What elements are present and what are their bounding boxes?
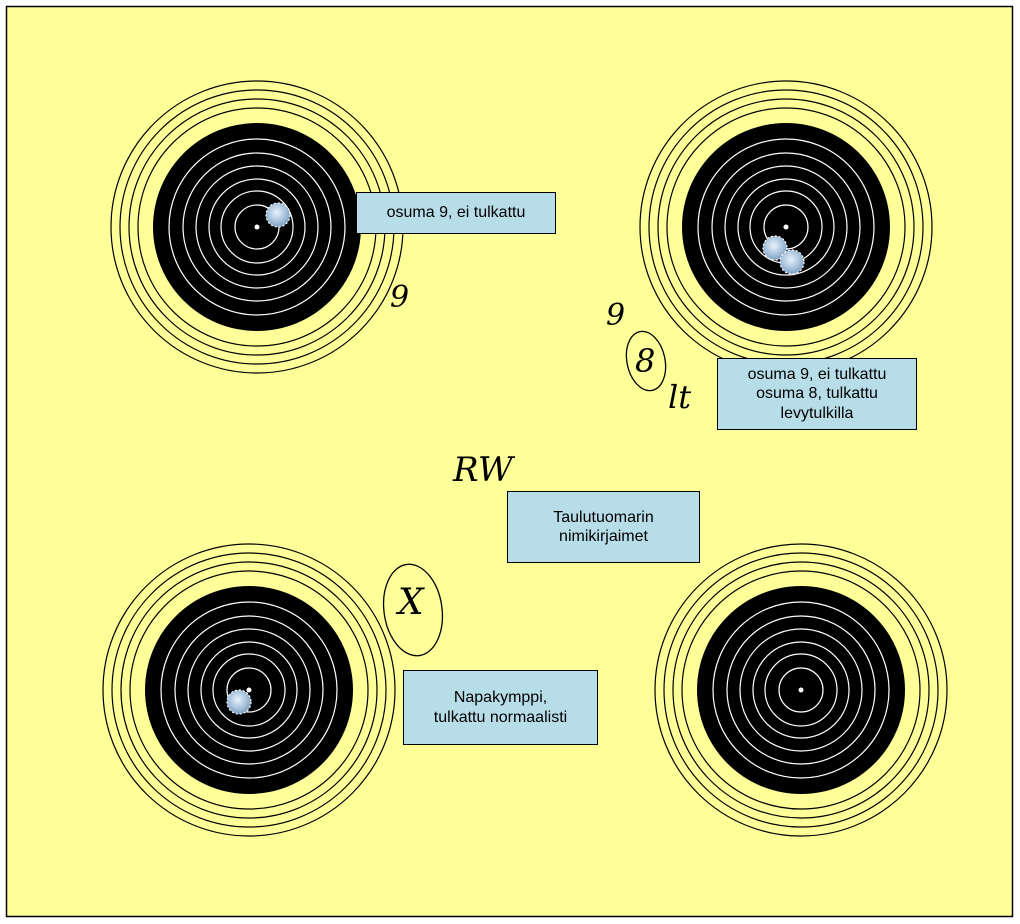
target-inner-ring [174, 615, 324, 765]
target-inner-ring [208, 178, 306, 276]
circle-around-8 [625, 330, 667, 392]
label-referee-initials: Taulutuomarin nimikirjaimet [507, 491, 700, 563]
bullet-hole [265, 202, 291, 228]
target-ring [111, 552, 387, 828]
target-inner-ring [778, 667, 824, 713]
label-bullseye: Napakymppi, tulkattu normaalisti [403, 670, 598, 745]
target-inner-ring [737, 178, 835, 276]
referee-initials: RW [453, 450, 513, 490]
target-ring [120, 561, 378, 819]
target-ring [663, 552, 939, 828]
lt-mark: lt [668, 378, 692, 416]
bullet-hole [779, 249, 805, 275]
target-ring [657, 98, 915, 356]
circle-around-x [382, 563, 444, 657]
target-inner-ring [187, 628, 311, 752]
label-line: tulkattu normaalisti [433, 708, 568, 726]
label-line: Napakymppi, [453, 689, 548, 707]
target-ring [666, 107, 906, 347]
bullet-hole [762, 235, 788, 261]
target-inner-ring [200, 641, 298, 739]
target-inner-ring [182, 152, 332, 302]
label-line: osuma 9, ei tulkattu [747, 366, 887, 384]
label-line: osuma 9, ei tulkattu [386, 204, 526, 222]
label-hit-9-and-8: osuma 9, ei tulkattu osuma 8, tulkattu l… [717, 358, 917, 430]
score-9-top-left: 9 [390, 280, 410, 315]
target-center-dot [783, 224, 789, 230]
bullet-hole [226, 689, 252, 715]
target-ring [654, 543, 948, 837]
label-line: osuma 8, tulkattu [756, 385, 878, 403]
target-inner-ring [168, 138, 346, 316]
target-inner-ring [726, 615, 876, 765]
target-ring [672, 561, 930, 819]
x-mark: X [398, 582, 424, 623]
target-center-dot [246, 687, 252, 693]
score-8-circled: 8 [635, 342, 656, 380]
target-inner-ring [711, 152, 861, 302]
target-inner-ring [212, 653, 286, 727]
target-ring [102, 543, 396, 837]
target-inner-ring [752, 641, 850, 739]
target-ring [681, 570, 921, 810]
target-inner-ring [712, 601, 890, 779]
target-inner-ring [764, 653, 838, 727]
label-hit-9-not-gauged: osuma 9, ei tulkattu [356, 192, 556, 234]
target-inner-ring [697, 138, 875, 316]
score-9-top-right: 9 [606, 298, 626, 333]
target-inner-ring [724, 165, 848, 289]
target-inner-ring [739, 628, 863, 752]
target-center-dot [254, 224, 260, 230]
label-line: nimikirjaimet [559, 528, 648, 545]
target-center-dot [798, 687, 804, 693]
target-inner-ring [195, 165, 319, 289]
label-line: levytulkilla [780, 404, 854, 422]
target-ring [129, 570, 369, 810]
target-inner-ring [226, 667, 272, 713]
target-inner-ring [160, 601, 338, 779]
label-line: Taulutuomarin [553, 508, 654, 526]
target-inner-ring [220, 190, 294, 264]
